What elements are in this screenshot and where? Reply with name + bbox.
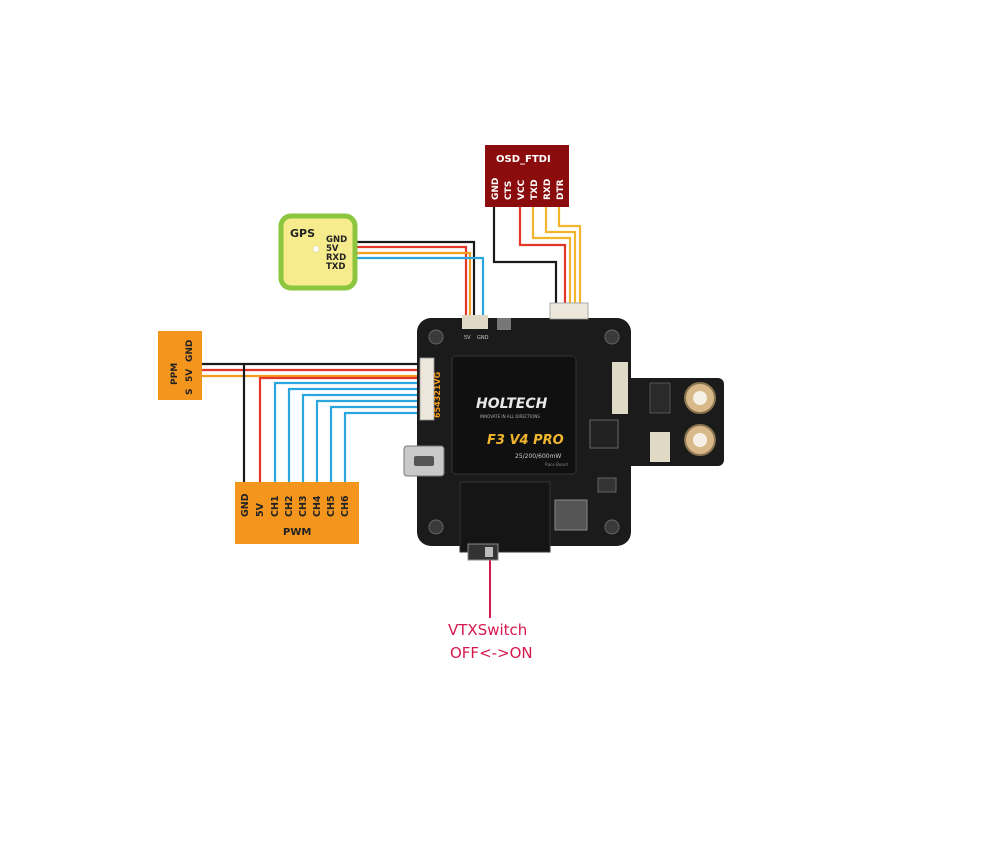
wire-pwm-ch2 <box>287 387 420 484</box>
wire-pwm-ch1 <box>273 381 420 484</box>
wire-osd-vcc <box>518 205 567 308</box>
gps-port <box>462 315 488 329</box>
wire-gps-gnd <box>355 240 476 315</box>
wire-osd-txd <box>531 205 572 308</box>
osd-pin-label: DTR <box>556 179 566 200</box>
xt-connector <box>649 382 671 414</box>
small-text: Race Board <box>545 462 568 467</box>
osd-pin-label: VCC <box>517 179 527 200</box>
osd-pin-label: RXD <box>543 179 553 200</box>
wire-pwm-ch3 <box>301 393 420 484</box>
osd-pin-label: TXD <box>530 179 540 200</box>
pad-label: GND <box>477 335 489 341</box>
osd-pin-label: GND <box>491 178 501 200</box>
ppm-pin-label: S <box>185 389 195 395</box>
brand-text: HOLTECH <box>476 396 548 412</box>
pwm-title: PWM <box>283 527 311 538</box>
mount-hole <box>428 519 444 535</box>
wire-osd-rxd <box>544 205 577 308</box>
vtx-switch-line1: VTXSwitch <box>448 621 527 639</box>
pwm-pin-label: 5V <box>255 502 266 517</box>
wire-gps-rxd <box>355 251 472 315</box>
pwm-pin-label: GND <box>240 493 251 517</box>
vtx-switch[interactable] <box>467 543 499 561</box>
power-pad <box>693 391 707 405</box>
wire-pwm-ch6 <box>343 411 420 484</box>
osd-ftdi-title: OSD_FTDI <box>496 154 551 165</box>
vtx-switch-line2: OFF<->ON <box>450 644 533 662</box>
pwm-pin-label: CH2 <box>284 495 295 517</box>
side-connector <box>650 432 670 462</box>
pwm-pin-label: CH5 <box>326 495 337 517</box>
pwm-pin-label: CH6 <box>340 495 351 517</box>
ppm-connector: PPM S 5V GND <box>158 331 202 400</box>
tagline-text: INNOVATE IN ALL DIRECTIONS <box>480 414 540 419</box>
usb-port-inner <box>414 456 434 466</box>
pwm-pin-label: CH3 <box>298 495 309 517</box>
gps-pin-label: 5V <box>326 244 339 254</box>
gps-pin-label: TXD <box>326 262 345 272</box>
gps-module: GPS GND 5V RXD TXD <box>278 213 358 291</box>
vtx-switch-knob[interactable] <box>485 547 493 557</box>
wire-pwm-5v <box>258 376 420 484</box>
port-label: 654321VG <box>433 372 442 418</box>
chip <box>597 477 617 493</box>
wires <box>202 205 582 618</box>
gps-title: GPS <box>290 227 315 240</box>
osd-ftdi-module: OSD_FTDI GND CTS VCC TXD RXD DTR <box>485 145 569 207</box>
ppm-pin-label: 5V <box>185 369 195 382</box>
side-connector <box>612 362 628 414</box>
flight-controller-board: 5V GND 654321VG HOLTECH INNOVATE IN ALL … <box>403 302 724 561</box>
wire-pwm-ch4 <box>315 399 420 484</box>
ppm-pin-label: GND <box>185 340 195 362</box>
power-text: 25/200/600mW <box>515 453 561 460</box>
pwm-pin-label: CH1 <box>270 495 281 517</box>
osd-port <box>549 302 589 320</box>
wire-pwm-ch5 <box>329 405 420 484</box>
model-text: F3 V4 PRO <box>487 433 564 448</box>
board-label-panel <box>451 355 577 475</box>
gps-antenna-dot <box>312 245 320 253</box>
mount-hole <box>428 329 444 345</box>
receiver-port <box>419 357 435 421</box>
wire-osd-gnd <box>492 205 558 308</box>
vtx-switch-label: VTXSwitch OFF<->ON <box>448 621 533 662</box>
mount-hole <box>604 329 620 345</box>
pad-label: 5V <box>464 335 471 341</box>
wire-gps-5v <box>355 245 468 315</box>
chip <box>554 499 588 531</box>
power-pad <box>693 433 707 447</box>
mount-hole <box>604 519 620 535</box>
chip <box>497 318 511 330</box>
vtx-module <box>459 481 551 553</box>
wire-osd-dtr <box>557 205 582 308</box>
pwm-pin-label: CH4 <box>312 495 323 517</box>
pwm-connector: GND 5V CH1 CH2 CH3 CH4 CH5 CH6 PWM <box>235 482 359 544</box>
gps-pin-label: RXD <box>326 253 346 263</box>
wire-gps-txd <box>355 256 485 315</box>
gps-pin-label: GND <box>326 235 347 245</box>
ppm-pin-label: PPM <box>170 363 180 385</box>
chip <box>589 419 619 449</box>
osd-pin-label: CTS <box>504 181 514 200</box>
